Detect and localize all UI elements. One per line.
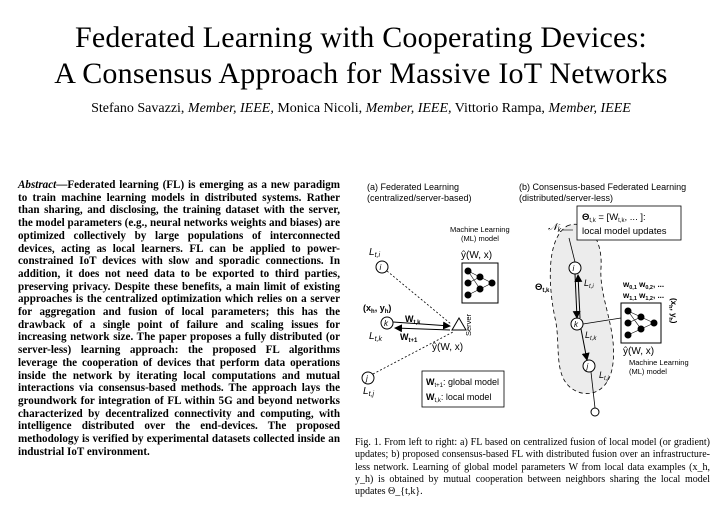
link-k-i: [574, 274, 583, 319]
loss-ti-a: Lt,i: [369, 247, 380, 259]
ml-model-label-a-1: Machine Learning: [450, 225, 510, 234]
server-icon: [451, 317, 467, 331]
neighborhood-cloud: [549, 223, 614, 394]
link-k-model: [582, 317, 622, 325]
figure-1: (a) Federated Learning (centralized/serv…: [355, 178, 715, 434]
node-i-a: [375, 260, 389, 274]
loss-tj-a: Lt,j: [363, 386, 374, 398]
loss-tk-b: Lt,k: [585, 330, 597, 342]
data-example-a: (xh, yh): [363, 303, 391, 315]
panel-a-title: (a) Federated Learning: [367, 182, 459, 192]
loss-tj-b: Lt,j: [599, 370, 609, 382]
data-example-b: (xh, yh): [667, 298, 678, 324]
abstract: Abstract—Federated learning (FL) is emer…: [18, 179, 340, 458]
node-j-label-b: j: [586, 362, 589, 371]
panel-a-subtitle: (centralized/server-based): [367, 193, 472, 203]
arrow-global-update: [394, 324, 451, 333]
abstract-lead: Abstract: [18, 179, 57, 191]
link-j-server: [372, 331, 454, 375]
author-2-role: Member, IEEE,: [365, 101, 452, 116]
theta-box: [576, 205, 682, 241]
node-k-label-b: k: [574, 320, 579, 329]
server-label: Server: [464, 313, 473, 336]
ml-model-label-b-2: (ML) model: [629, 367, 667, 376]
link-k-j: [580, 328, 590, 361]
weights-row-0: w0,1 w0,2, ...: [622, 280, 664, 291]
model-output-server: ŷ(W, x): [432, 342, 463, 353]
neural-net-nodes-b: [624, 307, 658, 339]
author-3-role: Member, IEEE: [548, 101, 631, 116]
authors-line: Stefano Savazzi, Member, IEEE, Monica Ni…: [0, 101, 722, 117]
node-k-a: [380, 316, 394, 330]
link-i-server: [386, 270, 452, 325]
link-j-down: [590, 371, 596, 409]
figure-caption: Fig. 1. From left to right: a) FL based …: [355, 437, 710, 498]
legend-box-a: [421, 370, 505, 408]
paper-title-line-1: Federated Learning with Cooperating Devi…: [75, 21, 647, 54]
panel-b-title: (b) Consensus-based Federated Learning: [519, 182, 686, 192]
arrow-local-update: [392, 321, 451, 330]
author-1-name: Stefano Savazzi,: [91, 101, 185, 116]
ml-model-label-a-2: (ML) model: [461, 234, 499, 243]
figure-diagram: (a) Federated Learning (centralized/serv…: [361, 182, 689, 417]
link-i-up: [568, 237, 576, 263]
panel-b-subtitle: (distributed/server-less): [519, 193, 613, 203]
neural-net-nodes-a: [464, 267, 496, 299]
node-i-b: [568, 261, 582, 275]
legend-local-model: Wt,k: local model: [426, 392, 491, 404]
author-2-name: Monica Nicoli,: [277, 101, 363, 116]
node-j-a: [361, 371, 375, 385]
node-k-label-a: k: [384, 319, 389, 328]
theta-label: Θt,k: [535, 282, 550, 294]
neighborhood-label: 𝒩k: [548, 222, 562, 234]
node-i-label-b: i: [573, 264, 575, 273]
abstract-body: —Federated learning (FL) is emerging as …: [18, 179, 340, 458]
ml-model-label-b-1: Machine Learning: [629, 358, 689, 367]
theta-box-line1: Θt,k = [Wt,k, ... ]:: [582, 212, 646, 224]
loss-tk-a: Lt,k: [369, 331, 382, 343]
weights-row-1: w1,1 w1,2, ...: [622, 291, 664, 302]
node-j-b: [582, 359, 596, 373]
author-3-name: Vittorio Rampa,: [454, 101, 545, 116]
node-i-label-a: i: [380, 263, 382, 272]
w-tk-label: Wt,k: [405, 314, 421, 326]
author-1-role: Member, IEEE,: [187, 101, 274, 116]
model-output-a: ŷ(W, x): [461, 250, 492, 261]
node-outer-b: [590, 407, 600, 417]
legend-global-model: Wt+1: global model: [426, 377, 499, 389]
paper-title-line-2: A Consensus Approach for Massive IoT Net…: [54, 57, 668, 90]
node-j-label-a: j: [365, 374, 368, 383]
model-output-b: ŷ(W, x): [623, 346, 654, 357]
theta-box-line2: local model updates: [582, 226, 667, 237]
w-t1-label: Wt+1: [400, 332, 418, 344]
loss-ti-b: Lt,i: [584, 278, 594, 290]
